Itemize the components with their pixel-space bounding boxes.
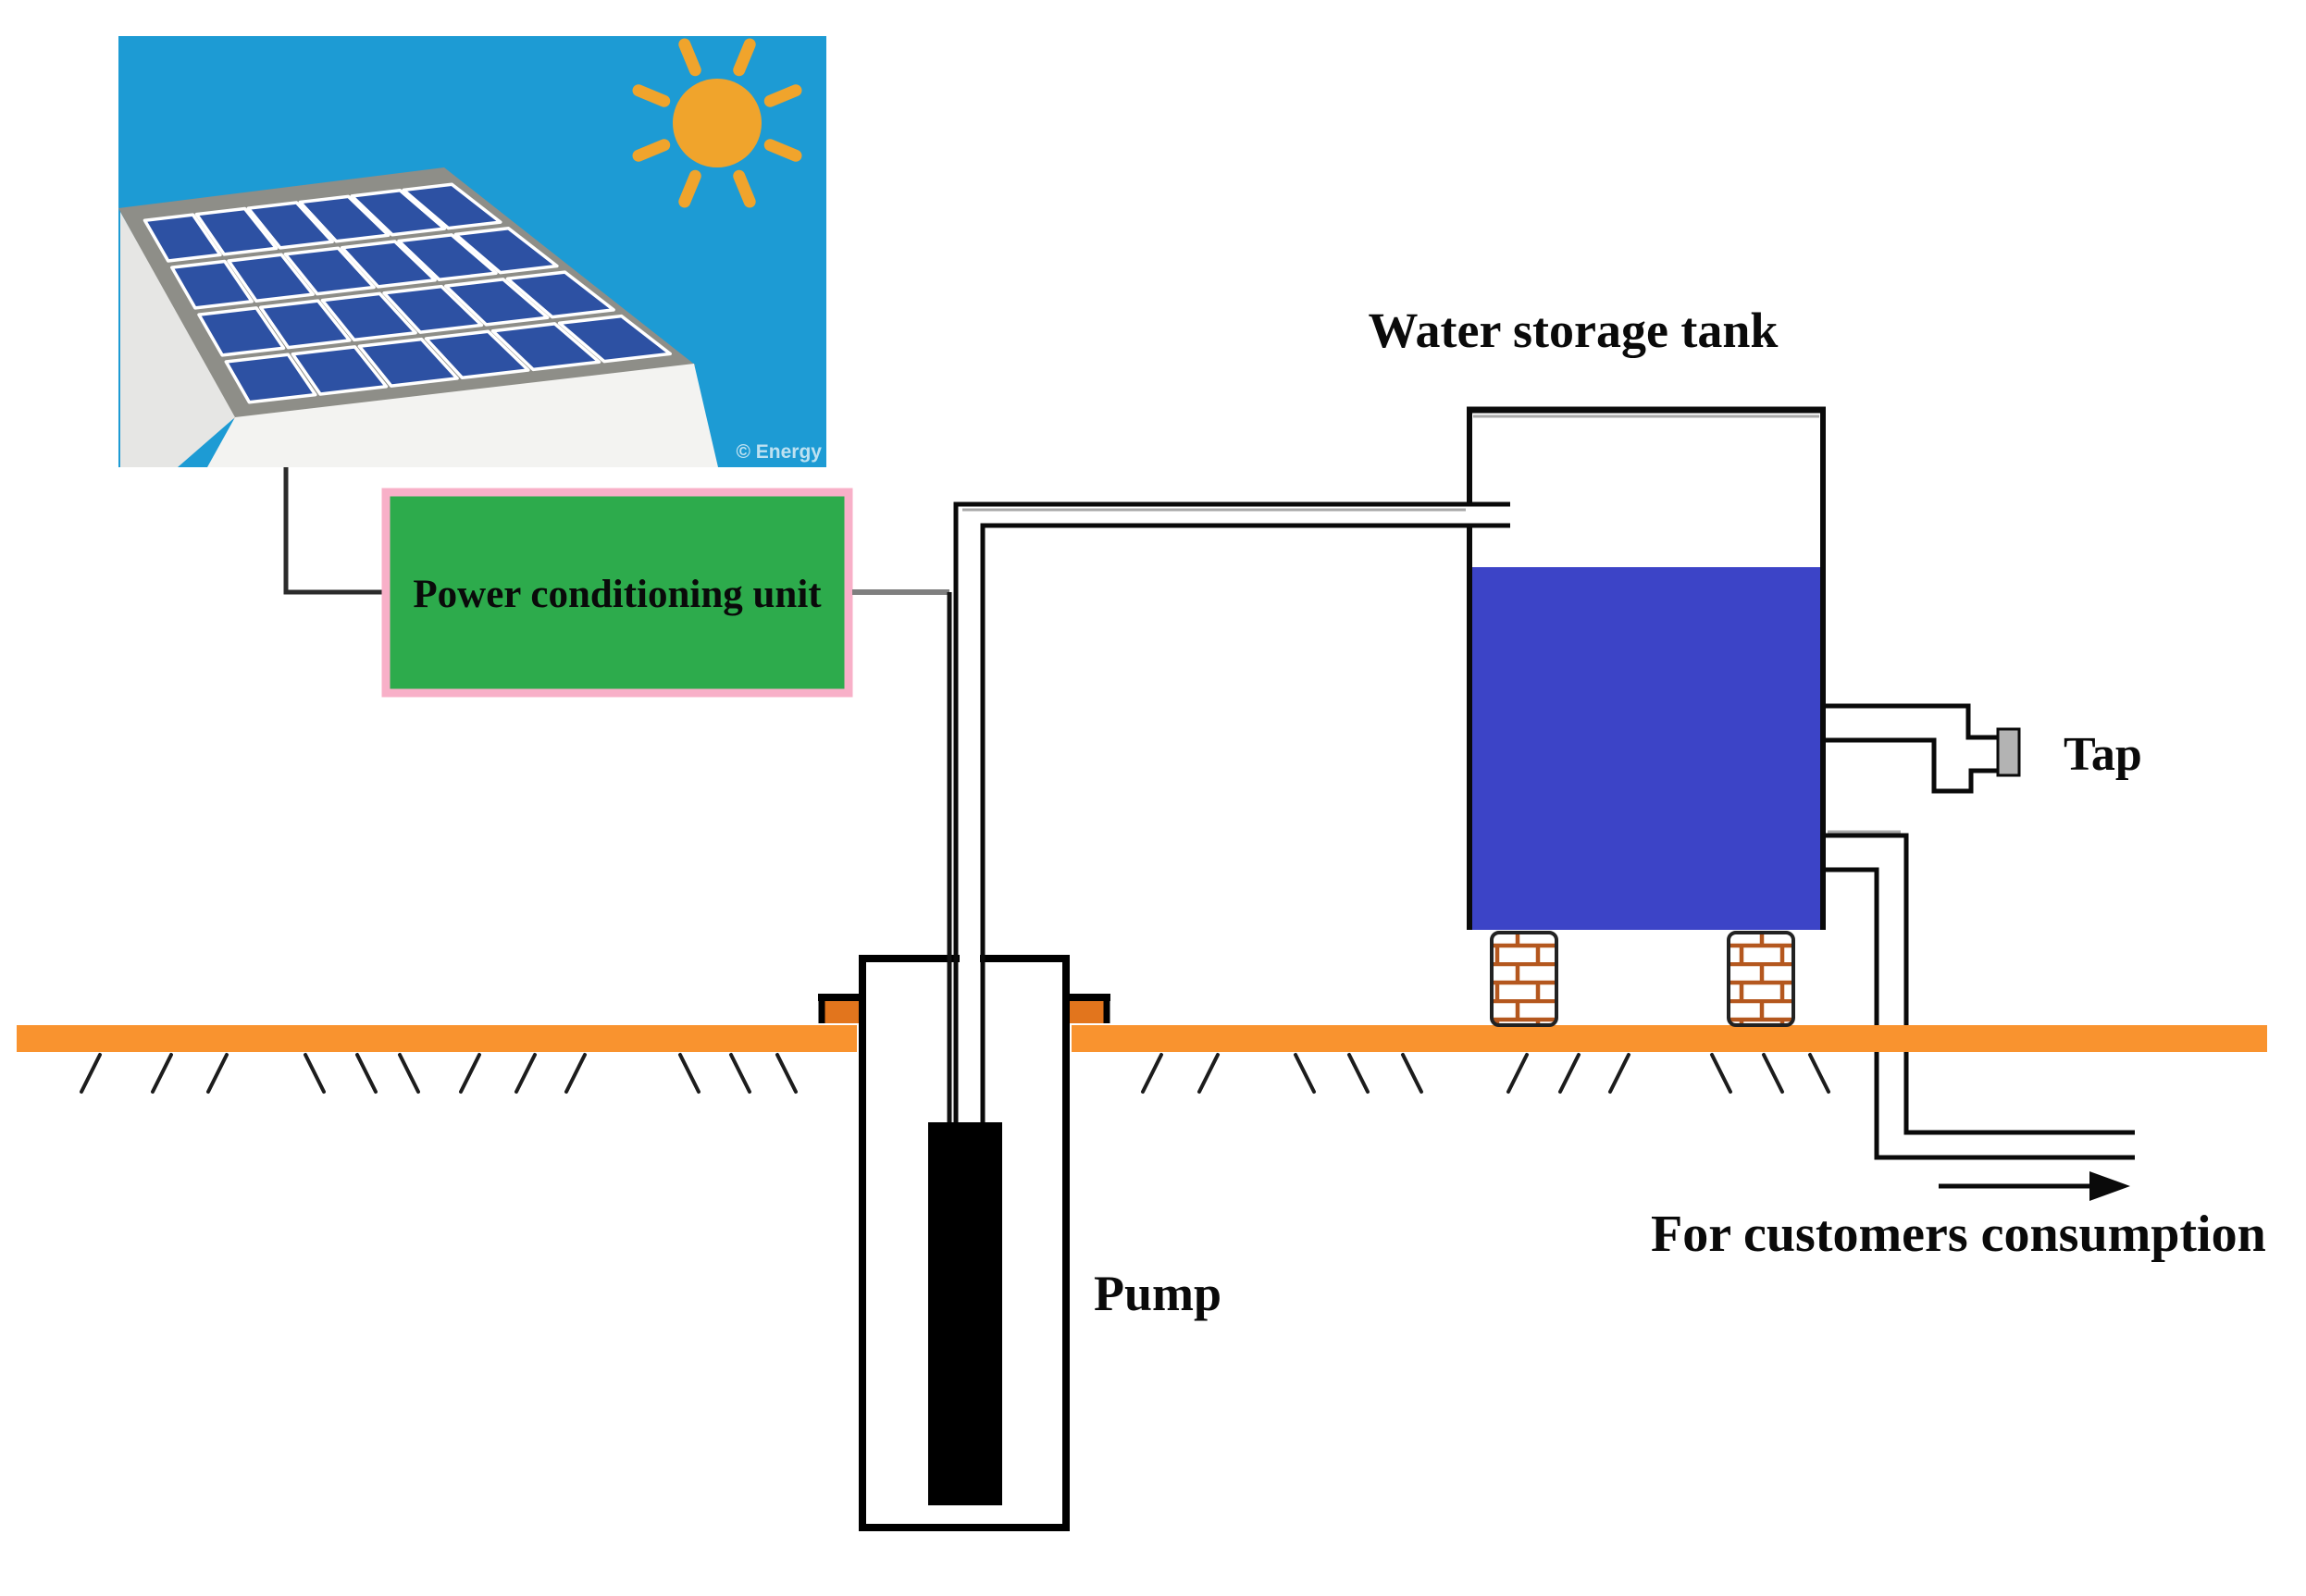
sun-rays: [632, 38, 802, 208]
well-collar-left: [818, 994, 861, 1023]
pcu-rect: [381, 488, 853, 698]
brick-pier-right: [1727, 931, 1795, 1027]
soil-hatching: [80, 1053, 1830, 1094]
power-conditioning-unit-box: Power conditioning unit: [381, 488, 853, 698]
building-gable-wall: [120, 212, 235, 467]
solar-panel-photo: © Energy: [118, 36, 826, 467]
tap-head: [1996, 727, 2021, 777]
water-storage-tank: [1467, 406, 1826, 930]
outlet-pipe-outer: [1826, 833, 2135, 1135]
tap-label: Tap: [2064, 728, 2142, 781]
water-tank-label: Water storage tank: [1369, 303, 1779, 358]
photo-watermark: © Energy: [736, 441, 822, 463]
outlet-pipe-inner: [1826, 867, 2135, 1160]
riser-pipe-outer: [953, 501, 1510, 1129]
ground-line-right: [1072, 1025, 2267, 1052]
consumption-label: For customers consumption: [1651, 1206, 2266, 1263]
pump-label: Pump: [1094, 1266, 1221, 1321]
sun-icon: [632, 38, 802, 208]
riser-pipe-inner: [980, 523, 1510, 1129]
tap-icon: [1826, 703, 2021, 794]
ground-line-left: [17, 1025, 857, 1052]
pump-shape: [928, 1122, 1002, 1505]
pcu-label: Power conditioning unit: [413, 573, 822, 616]
panel-to-pcu-wire: [283, 467, 384, 595]
well-collar-right: [1068, 994, 1110, 1023]
brick-pier-left: [1490, 931, 1558, 1027]
flow-arrow: [1939, 1171, 2130, 1201]
water-fill: [1472, 567, 1820, 930]
building-front-wall: [207, 364, 718, 467]
well-casing-pipe-gap: [960, 949, 980, 966]
solar-cell-grid: [143, 182, 672, 404]
